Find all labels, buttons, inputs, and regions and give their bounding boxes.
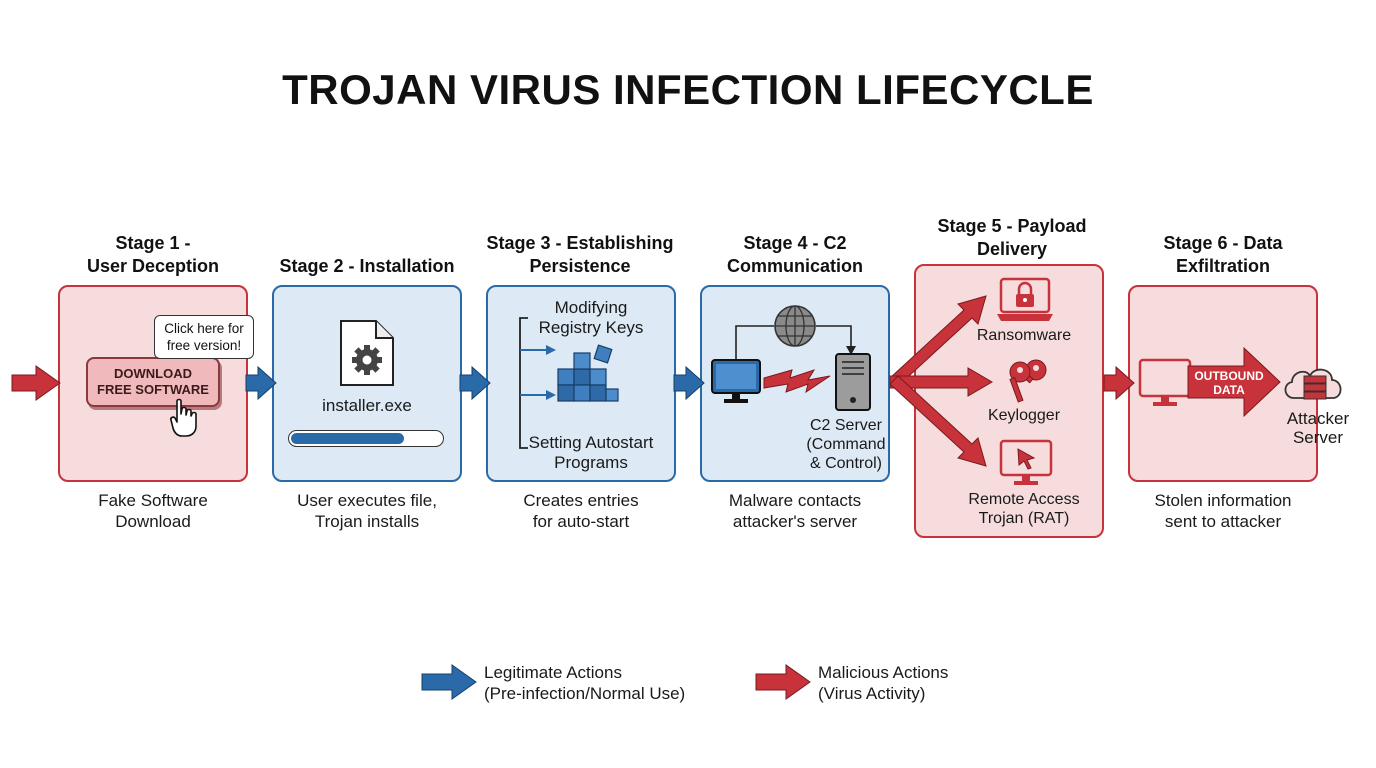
stage-3-title: Stage 3 - Establishing Persistence	[486, 233, 674, 276]
lightning-bolt-icon	[763, 369, 831, 394]
ransomware-laptop-lock-icon	[997, 277, 1053, 321]
entry-arrow	[11, 365, 61, 401]
diagram-title: TROJAN VIRUS INFECTION LIFECYCLE	[282, 66, 1094, 113]
arrow-3-to-4	[673, 365, 705, 401]
registry-bracket	[519, 317, 556, 449]
stage-2-title: Stage 2 - Installation	[279, 256, 455, 276]
stage-1-title: Stage 1 - User Deception	[86, 233, 220, 276]
computer-monitor-icon	[711, 359, 761, 403]
tooltip-text: Click here for free version!	[164, 321, 244, 353]
installer-file-icon	[340, 320, 394, 386]
keylogger-keys-icon	[1009, 359, 1047, 403]
gear-icon	[352, 345, 382, 375]
c2-server-label: C2 Server (Command & Control)	[806, 417, 886, 472]
stage-2-caption: User executes file, Trojan installs	[297, 491, 437, 531]
autostart-label: Setting Autostart Programs	[528, 433, 654, 472]
legend-red-arrow	[755, 664, 811, 700]
arrow-2-to-3	[459, 365, 491, 401]
arrow-5-to-6	[1103, 365, 1135, 401]
hand-cursor-icon	[170, 398, 197, 437]
payload-rat-label: Remote Access Trojan (RAT)	[968, 491, 1080, 527]
legend-blue-arrow	[421, 664, 477, 700]
download-free-software-button[interactable]: DOWNLOAD FREE SOFTWARE	[86, 357, 220, 407]
stage-5-title: Stage 5 - Payload Delivery	[937, 216, 1087, 259]
victim-monitor-icon	[1138, 358, 1192, 406]
install-progress-fill	[291, 433, 404, 444]
payload-ransomware-label: Ransomware	[976, 327, 1072, 344]
c2-diagram	[711, 305, 871, 411]
registry-keys-label: Modifying Registry Keys	[538, 298, 644, 337]
outbound-data-label: OUTBOUND DATA	[1194, 369, 1264, 397]
install-progress-bar	[288, 430, 444, 447]
arrow-1-to-2	[245, 365, 277, 401]
payload-keylogger-label: Keylogger	[987, 407, 1061, 424]
legend-malicious-label: Malicious Actions (Virus Activity)	[818, 663, 949, 703]
rat-monitor-cursor-icon	[999, 439, 1053, 485]
outbound-data-arrow	[1187, 346, 1281, 418]
download-button-label: DOWNLOAD FREE SOFTWARE	[97, 366, 209, 397]
stage-1-caption: Fake Software Download	[98, 491, 208, 531]
stage-3-caption: Creates entries for auto-start	[523, 491, 639, 531]
stage-4-title: Stage 4 - C2 Communication	[726, 233, 863, 276]
exfiltration-diagram	[1138, 346, 1342, 418]
globe-icon	[774, 305, 816, 347]
attacker-cloud-server-icon	[1284, 368, 1342, 400]
stage-6-caption: Stolen information sent to attacker	[1154, 491, 1292, 531]
stage-6-title: Stage 6 - Data Exfiltration	[1163, 233, 1283, 276]
installer-filename: installer.exe	[322, 396, 412, 415]
tooltip-bubble: Click here for free version!	[154, 315, 254, 359]
payload-fanout-arrows	[889, 295, 993, 467]
stage-4-caption: Malware contacts attacker's server	[728, 491, 862, 531]
server-tower-icon	[835, 353, 871, 411]
attacker-server-label: Attacker Server	[1286, 409, 1350, 447]
legend-legitimate-label: Legitimate Actions (Pre-infection/Normal…	[484, 663, 686, 703]
registry-blocks-icon	[557, 344, 619, 402]
